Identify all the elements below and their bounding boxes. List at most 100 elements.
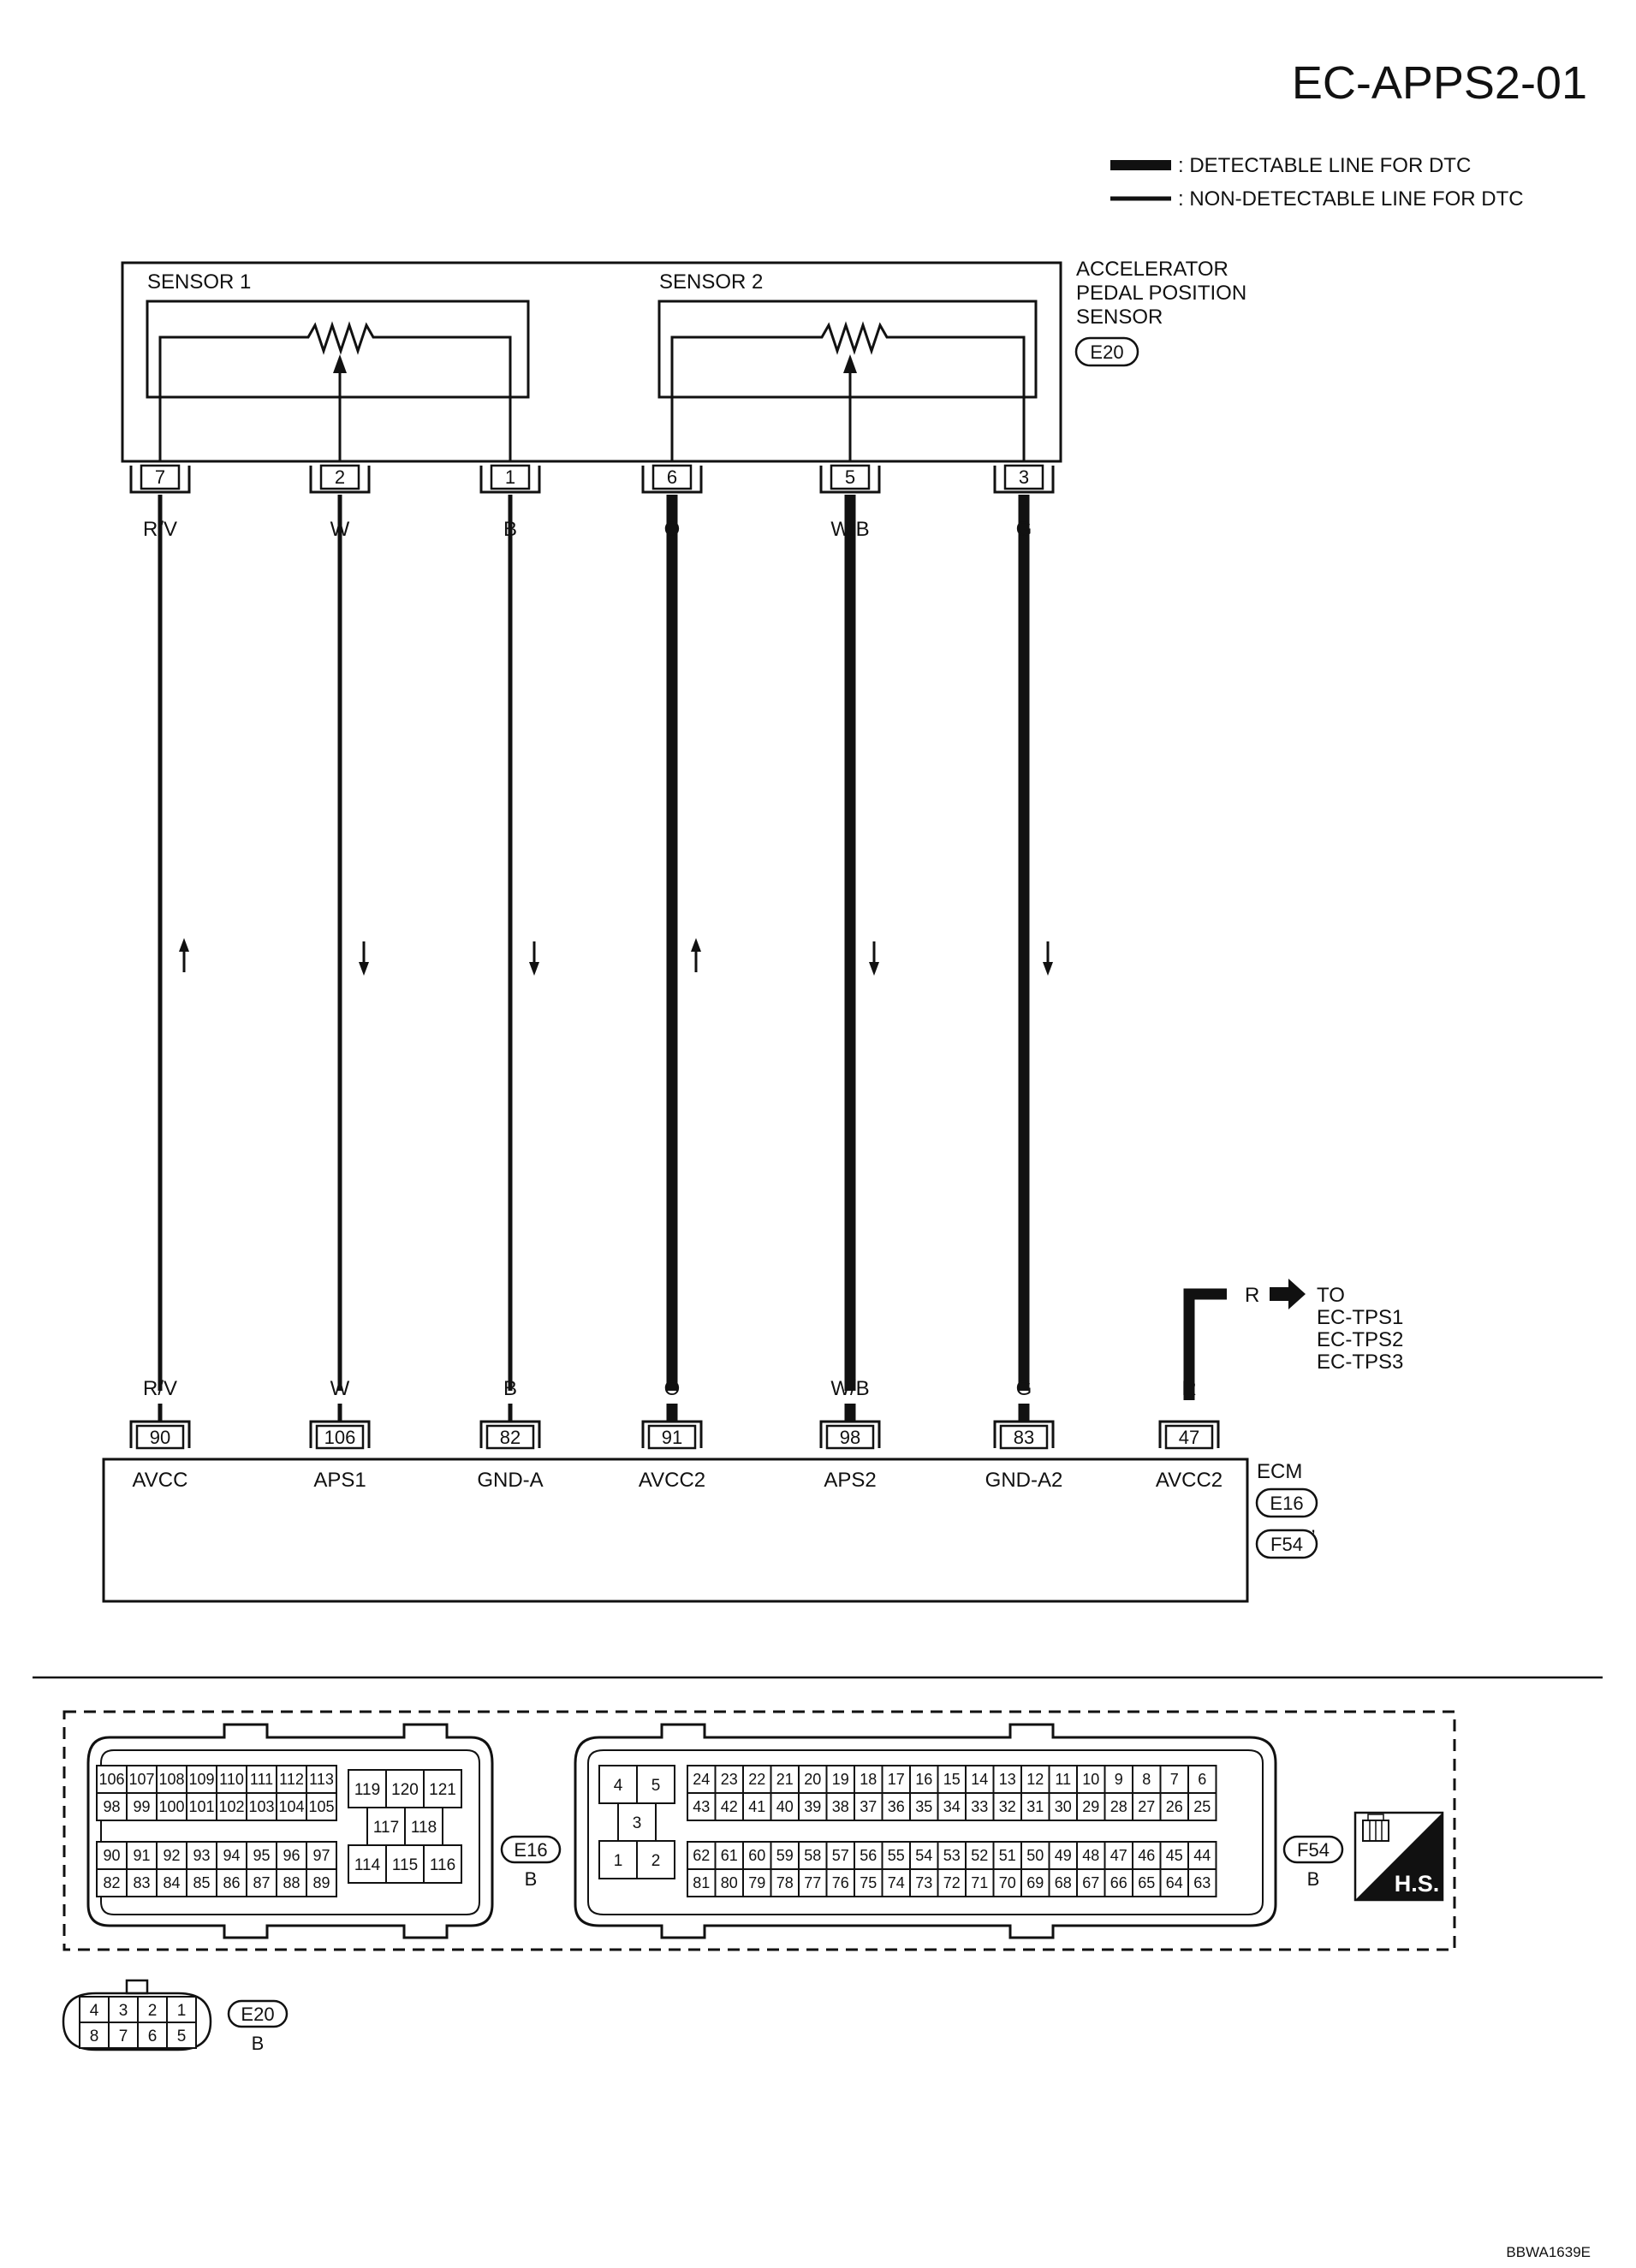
flow-arrow-down-icon bbox=[529, 962, 539, 976]
e16-pin: 87 bbox=[253, 1874, 270, 1891]
f54-pin: 46 bbox=[1138, 1847, 1155, 1864]
sensor-connector-tag bbox=[1074, 336, 1139, 367]
e16-pin: 118 bbox=[411, 1819, 437, 1837]
f54-pin: 65 bbox=[1138, 1874, 1155, 1891]
f54-pin: 7 bbox=[1170, 1771, 1179, 1788]
e16-pin-cell bbox=[126, 1792, 158, 1821]
sensor-terminal: 3 bbox=[993, 464, 1055, 494]
page-title: EC-APPS2-01 bbox=[1292, 57, 1587, 109]
e16-pin: 112 bbox=[279, 1771, 304, 1788]
f54-pin: 80 bbox=[721, 1874, 738, 1891]
ecm-terminal-label: GND-A bbox=[477, 1469, 543, 1492]
e16-pin-cell bbox=[246, 1792, 277, 1821]
e20-pin-cell bbox=[137, 2022, 168, 2049]
e16-pin: 88 bbox=[283, 1874, 300, 1891]
f54-pin-cell bbox=[687, 1765, 717, 1794]
e16-pin-cell bbox=[216, 1841, 247, 1870]
f54-pin: 53 bbox=[943, 1847, 961, 1864]
e16-pin: 100 bbox=[158, 1798, 184, 1815]
e16-pin: 106 bbox=[98, 1771, 124, 1788]
to-destination-2: EC-TPS2 bbox=[1317, 1328, 1403, 1351]
e20-pin: 4 bbox=[90, 2002, 99, 2020]
f54-pin: 25 bbox=[1193, 1798, 1211, 1815]
ecm-terminal: 90 bbox=[129, 1404, 191, 1450]
f54-pin: 57 bbox=[832, 1847, 849, 1864]
wire-color-top: B bbox=[503, 518, 517, 541]
ecm-block: ECM E16 , F54 bbox=[102, 1458, 1318, 1603]
f54-pin: 18 bbox=[860, 1771, 877, 1788]
e16-pin: 101 bbox=[188, 1798, 214, 1815]
flow-arrow-down-icon bbox=[1043, 962, 1053, 976]
ecm-pin: 82 bbox=[500, 1427, 521, 1448]
ecm-terminal: 91 bbox=[641, 1404, 703, 1450]
ecm-terminal-label: APS2 bbox=[824, 1469, 876, 1492]
f54-pin-cell bbox=[1187, 1868, 1217, 1897]
e20-pin-cell bbox=[79, 2022, 110, 2049]
figure-id: BBWA1639E bbox=[1506, 2244, 1591, 2260]
e16-pin-cell bbox=[276, 1792, 307, 1821]
ecm-terminal-label: AVCC2 bbox=[639, 1469, 705, 1492]
f54-pin-cell bbox=[1020, 1792, 1050, 1821]
f54-pin-cell bbox=[909, 1868, 939, 1897]
e16-pin: 90 bbox=[103, 1847, 120, 1864]
f54-pin: 70 bbox=[999, 1874, 1016, 1891]
ecm-connector-2: F54 bbox=[1270, 1534, 1303, 1555]
e16-pin: 96 bbox=[283, 1847, 300, 1864]
f54-pin: 24 bbox=[693, 1771, 710, 1788]
f54-pin: 32 bbox=[999, 1798, 1016, 1815]
e16-pin-cell bbox=[306, 1792, 337, 1821]
f54-pin: 58 bbox=[804, 1847, 821, 1864]
ecm-label: ECM bbox=[1257, 1460, 1302, 1483]
f54-pin: 38 bbox=[832, 1798, 849, 1815]
e20-pin-cell bbox=[79, 1996, 110, 2023]
f54-pin: 19 bbox=[832, 1771, 849, 1788]
wires: R/VR/VAVCCWWAPS1BBGND-AOOAVCC2W/BW/BAPS2… bbox=[133, 495, 1062, 1492]
e16-pin: 92 bbox=[163, 1847, 180, 1864]
e16-pin: 111 bbox=[250, 1771, 273, 1788]
f54-pin-cell bbox=[742, 1792, 772, 1821]
f54-pin: 44 bbox=[1193, 1847, 1211, 1864]
f54-pin: 21 bbox=[776, 1771, 794, 1788]
e20-pin-cell bbox=[137, 1996, 168, 2023]
wire-color-top: W bbox=[330, 518, 350, 541]
sensor2-wiper-arrow bbox=[843, 354, 857, 373]
f54-pin: 68 bbox=[1055, 1874, 1072, 1891]
sensor-housing bbox=[121, 261, 1062, 463]
f54-pin: 43 bbox=[693, 1798, 710, 1815]
ecm-label-avcc2-b: AVCC2 bbox=[1156, 1469, 1223, 1492]
legend: : DETECTABLE LINE FOR DTC : NON-DETECTAB… bbox=[1110, 154, 1524, 211]
e16-pin: 119 bbox=[354, 1781, 380, 1799]
f54-pin: 42 bbox=[721, 1798, 738, 1815]
sensor1-box bbox=[146, 300, 530, 399]
e16-pin: 109 bbox=[188, 1771, 214, 1788]
f54-pin-cell bbox=[798, 1841, 828, 1870]
f54-pin: 67 bbox=[1082, 1874, 1099, 1891]
f54-pin-cell bbox=[937, 1841, 967, 1870]
e16-tag bbox=[500, 1835, 562, 1864]
sensor2-label: SENSOR 2 bbox=[659, 270, 763, 294]
wire-r-line bbox=[1183, 1288, 1227, 1361]
f54-pin: 55 bbox=[888, 1847, 905, 1864]
f54-pin: 5 bbox=[651, 1777, 661, 1795]
f54-color: B bbox=[1307, 1868, 1320, 1890]
e16-pin: 91 bbox=[133, 1847, 150, 1864]
f54-tag bbox=[1282, 1835, 1344, 1864]
sensor-terminal: 7 bbox=[129, 464, 191, 494]
e16-pin-cell bbox=[156, 1868, 187, 1897]
hs-badge: H.S. bbox=[1353, 1811, 1444, 1902]
f54-pin: 15 bbox=[943, 1771, 961, 1788]
to-destination-3: EC-TPS3 bbox=[1317, 1351, 1403, 1374]
f54-pin: 3 bbox=[633, 1814, 642, 1832]
f54-pin-cell bbox=[825, 1868, 855, 1897]
f54-pin-cell bbox=[798, 1868, 828, 1897]
f54-pin-cell bbox=[714, 1792, 744, 1821]
f54-pin-cell bbox=[881, 1868, 911, 1897]
e16-pin-cell bbox=[96, 1841, 128, 1870]
e16-pin: 83 bbox=[133, 1874, 150, 1891]
sensor-pin: 3 bbox=[1019, 466, 1029, 488]
ecm-terminal: 82 bbox=[479, 1404, 541, 1450]
sensor1-resistor bbox=[158, 321, 512, 461]
f54-pin: 23 bbox=[721, 1771, 738, 1788]
f54-pin-cell bbox=[714, 1868, 744, 1897]
